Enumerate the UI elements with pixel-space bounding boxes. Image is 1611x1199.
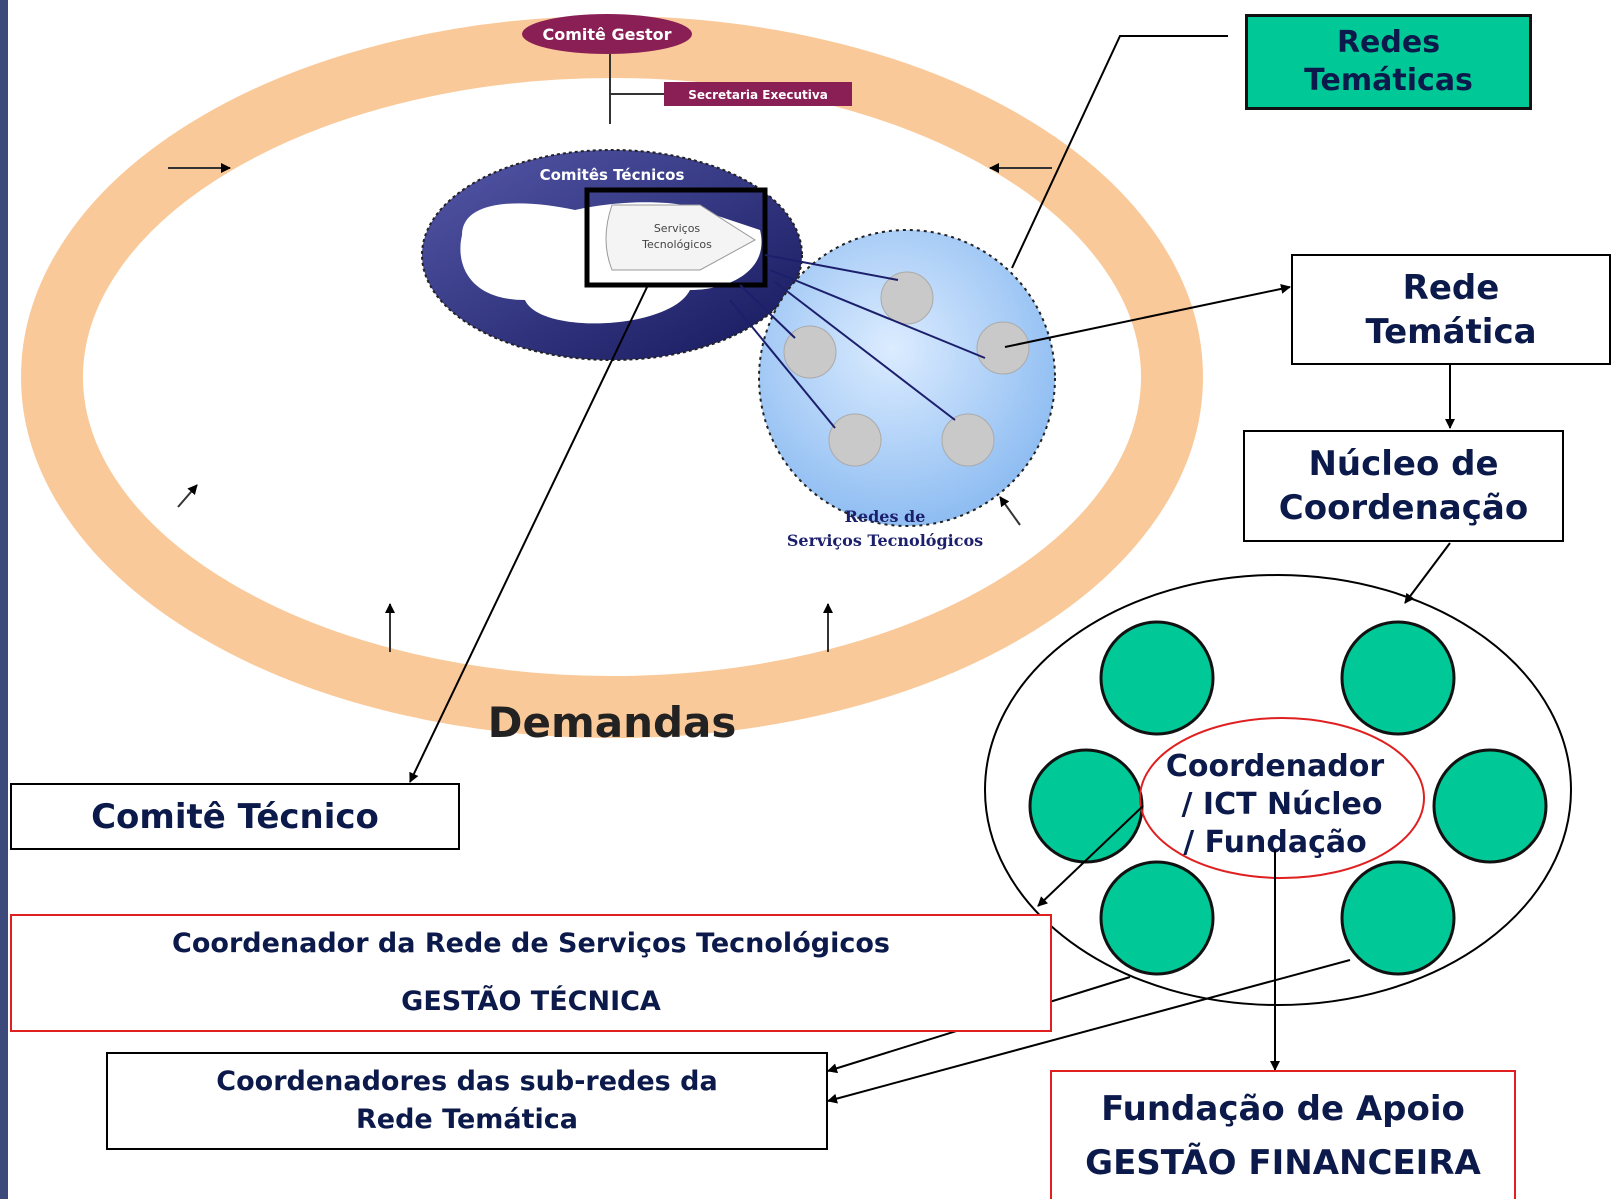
member-circles xyxy=(1028,620,1548,976)
comites-tecnicos-label: Comitês Técnicos xyxy=(540,166,685,184)
redes-tematicas-label-2: Temáticas xyxy=(1304,63,1473,98)
left-edge-bar xyxy=(0,0,8,1199)
fundacao-label-2: GESTÃO FINANCEIRA xyxy=(1085,1142,1481,1183)
rede-tematica-box: Rede Temática xyxy=(1291,254,1611,365)
coord-subredes-label-1: Coordenadores das sub-redes da xyxy=(216,1066,718,1097)
nucleo-coordenacao-box: Núcleo de Coordenação xyxy=(1243,430,1564,542)
servicos-tecnologicos-label-2: Tecnológicos xyxy=(641,238,712,251)
servicos-highlight-box xyxy=(584,187,768,288)
coordenador-label-2: / ICT Núcleo xyxy=(1182,787,1383,822)
coord-subredes-label-2: Rede Temática xyxy=(355,1104,579,1135)
coordenador-rede-box: Coordenador da Rede de Serviços Tecnológ… xyxy=(10,914,1052,1032)
comite-tecnico-label: Comitê Técnico xyxy=(91,796,379,837)
coord-rede-label-2: GESTÃO TÉCNICA xyxy=(401,986,661,1017)
rede-tematica-label-1: Rede xyxy=(1402,267,1500,308)
coordenador-label-1: Coordenador xyxy=(1166,749,1385,784)
redes-tematicas-box: Redes Temáticas xyxy=(1245,14,1532,110)
fundacao-apoio-box: Fundação de Apoio GESTÃO FINANCEIRA xyxy=(1050,1070,1516,1199)
coord-rede-label-1: Coordenador da Rede de Serviços Tecnológ… xyxy=(172,928,890,959)
redes-servicos-label-2: Serviços Tecnológicos xyxy=(787,531,983,550)
fundacao-label-1: Fundação de Apoio xyxy=(1101,1088,1465,1129)
demandas-label: Demandas xyxy=(488,698,737,747)
comite-tecnico-box: Comitê Técnico xyxy=(10,783,460,850)
coordenadores-subredes-box: Coordenadores das sub-redes da Rede Temá… xyxy=(106,1052,828,1150)
nucleo-label-2: Coordenação xyxy=(1278,488,1529,528)
comite-gestor-pill xyxy=(522,14,692,54)
nucleo-label-1: Núcleo de xyxy=(1308,444,1499,484)
comite-gestor-label: Comitê Gestor xyxy=(543,25,672,44)
servicos-tecnologicos-shape xyxy=(605,204,756,271)
redes-tematicas-label-1: Redes xyxy=(1336,25,1441,60)
sub-network-nodes xyxy=(783,271,1030,467)
coordenador-ellipse xyxy=(1139,717,1425,879)
servicos-tecnologicos-label-1: Serviços xyxy=(654,222,701,235)
ring-arrows xyxy=(168,163,1052,652)
secretaria-label: Secretaria Executiva xyxy=(688,88,828,102)
secretaria-box xyxy=(664,82,852,106)
rede-tematica-label-2: Temática xyxy=(1365,311,1537,352)
sphere-links xyxy=(729,254,986,429)
redes-servicos-label-1: Redes de xyxy=(845,507,926,526)
